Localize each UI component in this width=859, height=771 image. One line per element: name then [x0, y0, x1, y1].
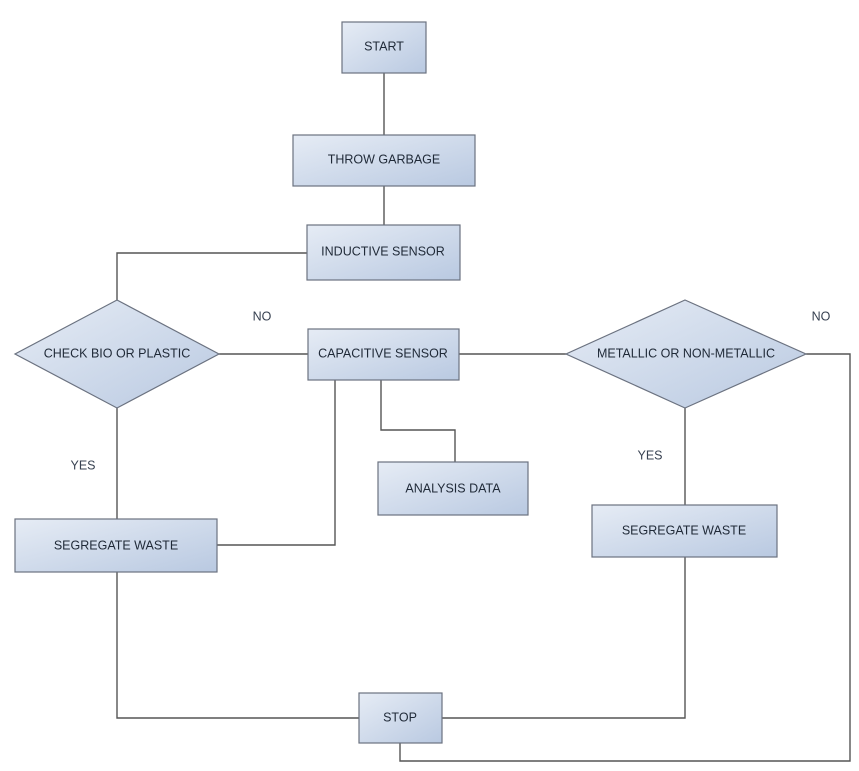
capacitive-sensor-box — [307, 328, 460, 381]
node-stop: STOP — [358, 692, 443, 744]
connector-capacitive-to-analysis — [380, 380, 456, 462]
edge-label-yes-right: YES — [637, 448, 662, 462]
throw-garbage-label: THROW GARBAGE — [328, 152, 441, 166]
start-box — [341, 21, 427, 74]
stop-label: STOP — [383, 710, 417, 724]
check-bio-label: CHECK BIO OR PLASTIC — [44, 346, 191, 360]
segregate-waste-left-box — [14, 518, 218, 573]
node-segregate-waste-left: SEGREGATE WASTE — [14, 518, 218, 573]
capacitive-sensor-label: CAPACITIVE SENSOR — [318, 346, 448, 360]
node-analysis-data: ANALYSIS DATA — [377, 461, 529, 516]
inductive-sensor-box — [306, 224, 461, 281]
segregate-waste-right-box — [591, 504, 778, 558]
check-bio-diamond — [13, 299, 221, 409]
start-label: START — [364, 39, 404, 53]
node-metallic-or-non-metallic: METALLIC OR NON-METALLIC — [564, 299, 808, 409]
stop-box — [358, 692, 443, 744]
node-throw-garbage: THROW GARBAGE — [292, 134, 476, 187]
connectors — [116, 73, 851, 762]
analysis-data-label: ANALYSIS DATA — [405, 481, 501, 495]
edge-label-no-left: NO — [253, 309, 272, 323]
segregate-waste-left-label: SEGREGATE WASTE — [54, 538, 178, 552]
node-check-bio-or-plastic: CHECK BIO OR PLASTIC — [13, 299, 221, 409]
throw-garbage-box — [292, 134, 476, 187]
edge-label-yes-left: YES — [70, 458, 95, 472]
connector-segregate-right-to-stop — [442, 557, 686, 719]
metallic-label: METALLIC OR NON-METALLIC — [597, 346, 775, 360]
metallic-diamond — [564, 299, 808, 409]
edge-labels: NO NO YES YES — [70, 309, 830, 472]
connector-metallic-no-to-stop — [399, 353, 851, 762]
node-capacitive-sensor: CAPACITIVE SENSOR — [307, 328, 460, 381]
connector-segregate-left-to-capacitive — [217, 380, 336, 546]
node-start: START — [341, 21, 427, 74]
edge-label-no-right: NO — [812, 309, 831, 323]
node-segregate-waste-right: SEGREGATE WASTE — [591, 504, 778, 558]
node-inductive-sensor: INDUCTIVE SENSOR — [306, 224, 461, 281]
segregate-waste-right-label: SEGREGATE WASTE — [622, 523, 746, 537]
inductive-sensor-label: INDUCTIVE SENSOR — [321, 244, 445, 258]
connector-segregate-left-to-stop — [116, 572, 359, 719]
analysis-data-box — [377, 461, 529, 516]
connector-inductive-to-check-bio — [116, 252, 307, 300]
